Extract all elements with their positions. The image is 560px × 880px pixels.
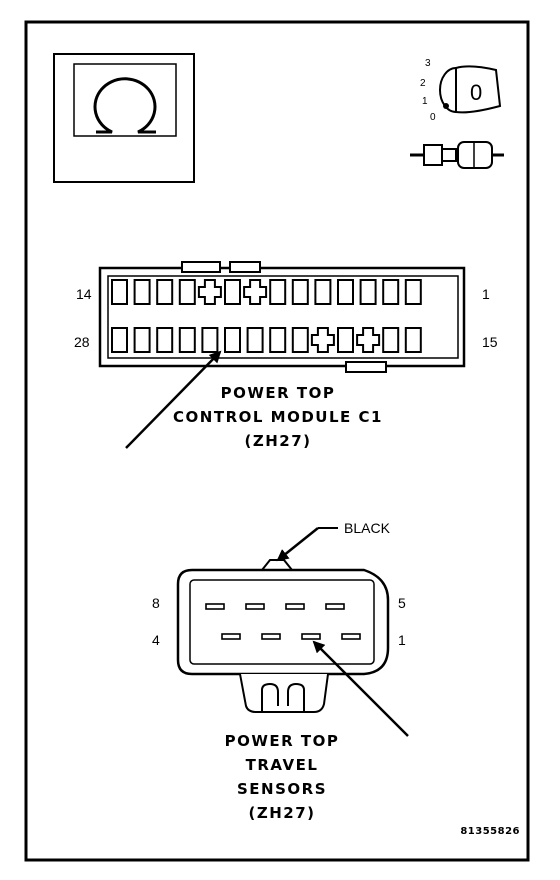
sensor-pin-5-label: 5	[398, 595, 406, 611]
c1-cavity	[314, 279, 332, 305]
ohmmeter-icon: Ω	[53, 53, 195, 183]
c1-keyed-cavity	[356, 327, 381, 353]
ignition-key-icon: 3 2 1 0 0	[420, 58, 502, 123]
c1-title-line-2: CONTROL MODULE C1	[173, 408, 383, 426]
sensor-cavity	[245, 603, 265, 610]
ignition-position-0: 0	[430, 112, 436, 123]
connector-c1	[98, 261, 466, 373]
c1-cavity	[337, 327, 354, 353]
c1-leader-arrow	[125, 350, 222, 449]
c1-cavity	[178, 279, 196, 305]
sensor-cavity	[301, 633, 321, 640]
c1-pin-1-label: 1	[482, 286, 490, 302]
c1-cavity	[156, 279, 174, 305]
sensor-connector	[176, 559, 390, 713]
outer-frame	[24, 20, 530, 862]
c1-cavity	[269, 327, 287, 353]
c1-pin-14-label: 14	[76, 286, 92, 302]
c1-cavity	[246, 327, 264, 353]
c1-cavity	[291, 279, 309, 305]
c1-cavity	[133, 279, 151, 305]
c1-cavity	[269, 279, 287, 305]
sensor-title-line-1: POWER TOP	[225, 732, 340, 750]
sensor-cavity	[285, 603, 305, 610]
test-probe-icon	[410, 141, 504, 169]
c1-keyed-cavity	[310, 327, 335, 353]
ignition-position-3: 3	[425, 58, 431, 69]
c1-cavity	[111, 279, 128, 305]
ignition-key-glyph: 0	[470, 80, 482, 105]
c1-cavity	[224, 279, 241, 305]
c1-cavity	[178, 327, 196, 353]
sensor-cavity	[205, 603, 225, 610]
black-callout-arrow	[276, 527, 319, 562]
c1-keyed-cavity	[243, 279, 268, 305]
c1-cavity	[291, 327, 309, 353]
c1-cavity	[337, 279, 354, 305]
sensor-pin-1-label: 1	[398, 632, 406, 648]
sensor-pin-4-label: 4	[152, 632, 160, 648]
c1-pin-28-label: 28	[74, 334, 90, 350]
c1-cavity	[156, 327, 174, 353]
sensor-cavity	[261, 633, 281, 640]
sensor-cavity	[325, 603, 345, 610]
ignition-position-1: 1	[422, 96, 428, 107]
c1-cavity	[359, 279, 377, 305]
c1-cavity	[224, 327, 241, 353]
c1-title-line-1: POWER TOP	[221, 384, 336, 402]
sensor-title-line-3: SENSORS	[237, 780, 327, 798]
sensor-pin-8-label: 8	[152, 595, 160, 611]
c1-cavity	[404, 327, 422, 353]
black-color-callout: BLACK	[344, 520, 391, 536]
ignition-position-2: 2	[420, 78, 426, 89]
c1-pin-cavities	[111, 279, 422, 353]
c1-title-line-3: (ZH27)	[244, 432, 311, 450]
sensor-title-line-2: TRAVEL	[246, 756, 319, 774]
c1-cavity	[382, 279, 400, 305]
c1-cavity	[404, 279, 422, 305]
c1-cavity	[201, 327, 219, 353]
c1-cavity	[111, 327, 128, 353]
sensor-pin-cavities	[205, 603, 361, 640]
c1-cavity	[382, 327, 400, 353]
sensor-leader-arrow	[312, 640, 409, 737]
c1-keyed-cavity	[197, 279, 222, 305]
sensor-cavity	[341, 633, 361, 640]
sensor-cavity	[221, 633, 241, 640]
sensor-title-line-4: (ZH27)	[248, 804, 315, 822]
figure-code: 81355826	[460, 826, 520, 837]
c1-pin-15-label: 15	[482, 334, 498, 350]
c1-cavity	[133, 327, 151, 353]
